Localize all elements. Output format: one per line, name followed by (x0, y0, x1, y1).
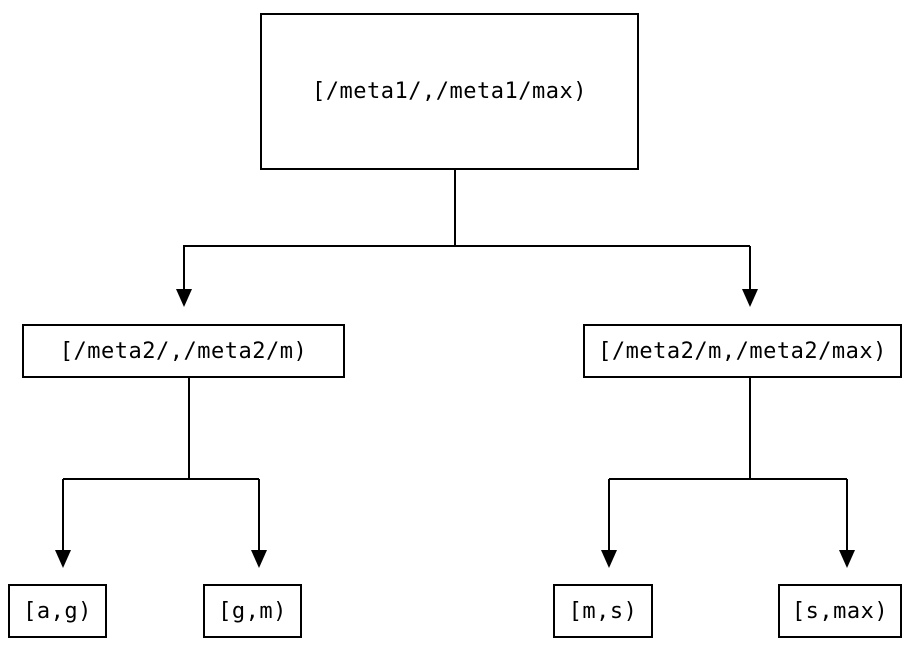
node-leaf-smax-label: [s,max) (791, 598, 889, 624)
edge-right-to-leaves (608, 378, 848, 551)
node-meta2-upper-label: [/meta2/m,/meta2/max) (598, 338, 887, 364)
arrow-down-icon (55, 550, 71, 568)
node-leaf-ms-label: [m,s) (568, 598, 638, 624)
node-root: [/meta1/,/meta1/max) (260, 13, 639, 170)
arrow-down-icon (176, 289, 192, 307)
arrow-down-icon (839, 550, 855, 568)
node-leaf-smax: [s,max) (778, 584, 902, 638)
edge-root-to-children (183, 170, 751, 290)
node-leaf-ag-label: [a,g) (23, 598, 92, 624)
node-leaf-gm-label: [g,m) (218, 598, 287, 624)
arrow-down-icon (251, 550, 267, 568)
edge-left-to-leaves (62, 378, 260, 551)
node-meta2-upper: [/meta2/m,/meta2/max) (583, 324, 902, 378)
node-leaf-ms: [m,s) (553, 584, 653, 638)
node-root-label: [/meta1/,/meta1/max) (312, 79, 587, 104)
node-meta2-lower-label: [/meta2/,/meta2/m) (59, 338, 308, 364)
arrow-down-icon (601, 550, 617, 568)
arrow-down-icon (742, 289, 758, 307)
node-leaf-ag: [a,g) (8, 584, 107, 638)
node-meta2-lower: [/meta2/,/meta2/m) (22, 324, 345, 378)
node-leaf-gm: [g,m) (203, 584, 302, 638)
